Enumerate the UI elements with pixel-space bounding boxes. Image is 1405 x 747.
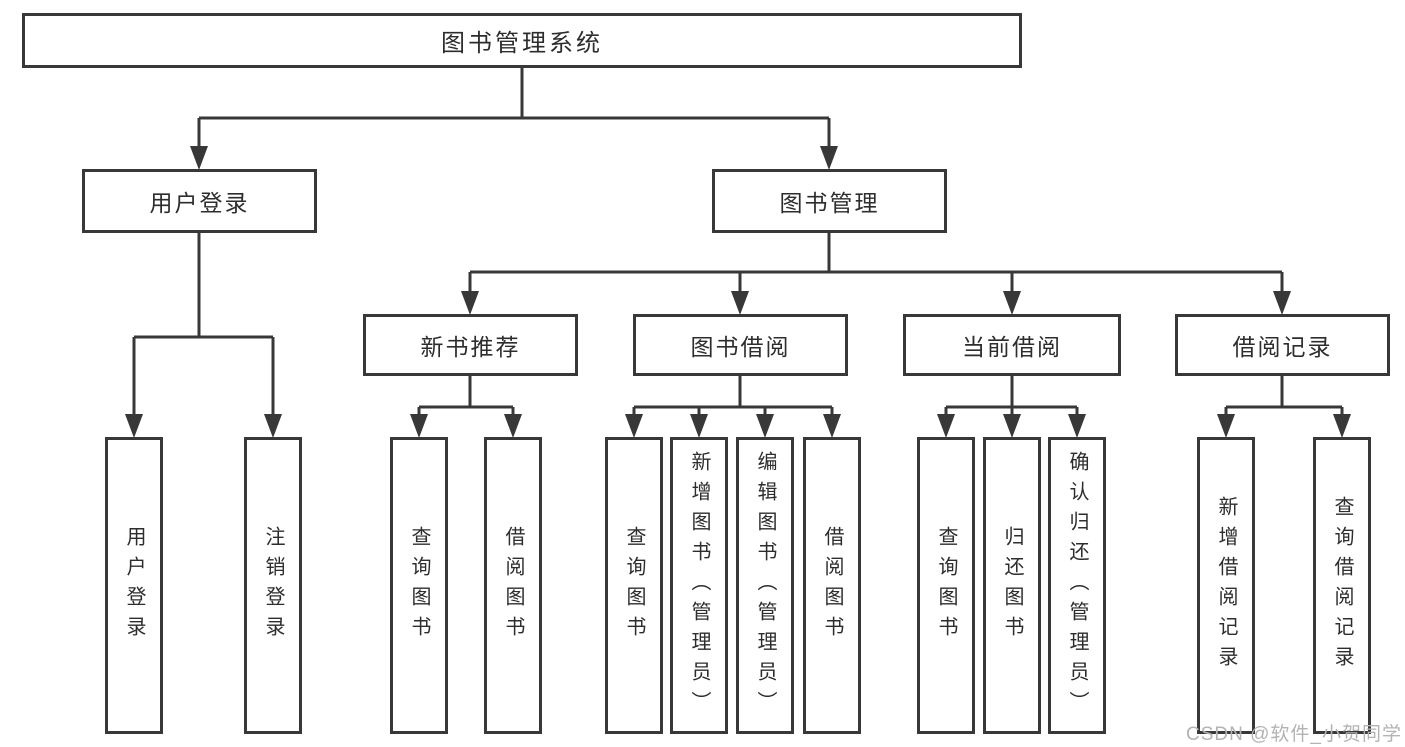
leaf-recommend-query-books: 查询图书 bbox=[390, 437, 448, 734]
leaf-borrowing-add-books-admin: 新增图书（管理员） bbox=[670, 437, 728, 734]
leaf-borrowing-edit-books-admin-label: 编辑图书（管理员） bbox=[754, 450, 776, 721]
leaf-records-add-record: 新增借阅记录 bbox=[1197, 437, 1255, 734]
leaf-current-return-books: 归还图书 bbox=[983, 437, 1041, 734]
leaf-borrowing-query-books: 查询图书 bbox=[605, 437, 663, 734]
leaf-borrowing-edit-books-admin: 编辑图书（管理员） bbox=[736, 437, 794, 734]
leaf-records-query-record: 查询借阅记录 bbox=[1313, 437, 1371, 734]
node-library-system: 图书管理系统 bbox=[22, 13, 1022, 68]
leaf-logout-label: 注销登录 bbox=[262, 525, 284, 646]
leaf-logout: 注销登录 bbox=[244, 437, 302, 734]
leaf-recommend-borrow-books-label: 借阅图书 bbox=[502, 525, 524, 646]
leaf-recommend-query-books-label: 查询图书 bbox=[408, 525, 430, 646]
leaf-recommend-borrow-books: 借阅图书 bbox=[484, 437, 542, 734]
leaf-borrowing-borrow-books: 借阅图书 bbox=[803, 437, 861, 734]
csdn-watermark: CSDN @软件_小贺同学 bbox=[1186, 724, 1402, 745]
leaf-borrowing-add-books-admin-label: 新增图书（管理员） bbox=[688, 450, 710, 721]
node-book-management: 图书管理 bbox=[712, 169, 947, 233]
leaf-user-login: 用户登录 bbox=[105, 437, 163, 734]
node-new-book-recommend: 新书推荐 bbox=[363, 314, 578, 376]
leaf-borrowing-query-books-label: 查询图书 bbox=[623, 525, 645, 646]
leaf-current-return-books-label: 归还图书 bbox=[1001, 525, 1023, 646]
leaf-records-add-record-label: 新增借阅记录 bbox=[1215, 495, 1237, 676]
leaf-user-login-label: 用户登录 bbox=[123, 525, 145, 646]
leaf-current-query-books: 查询图书 bbox=[917, 437, 975, 734]
node-user-login: 用户登录 bbox=[82, 169, 317, 233]
leaf-current-confirm-return-admin-label: 确认归还（管理员） bbox=[1066, 450, 1088, 721]
leaf-current-confirm-return-admin: 确认归还（管理员） bbox=[1048, 437, 1106, 734]
node-borrow-records: 借阅记录 bbox=[1175, 314, 1390, 376]
arrowhead-triangles bbox=[125, 146, 1351, 438]
leaf-borrowing-borrow-books-label: 借阅图书 bbox=[821, 525, 843, 646]
leaf-records-query-record-label: 查询借阅记录 bbox=[1331, 495, 1353, 676]
node-book-borrowing: 图书借阅 bbox=[633, 314, 848, 376]
node-current-borrowing: 当前借阅 bbox=[903, 314, 1121, 376]
leaf-current-query-books-label: 查询图书 bbox=[935, 525, 957, 646]
connector-elbow-lines bbox=[132, 68, 1344, 418]
